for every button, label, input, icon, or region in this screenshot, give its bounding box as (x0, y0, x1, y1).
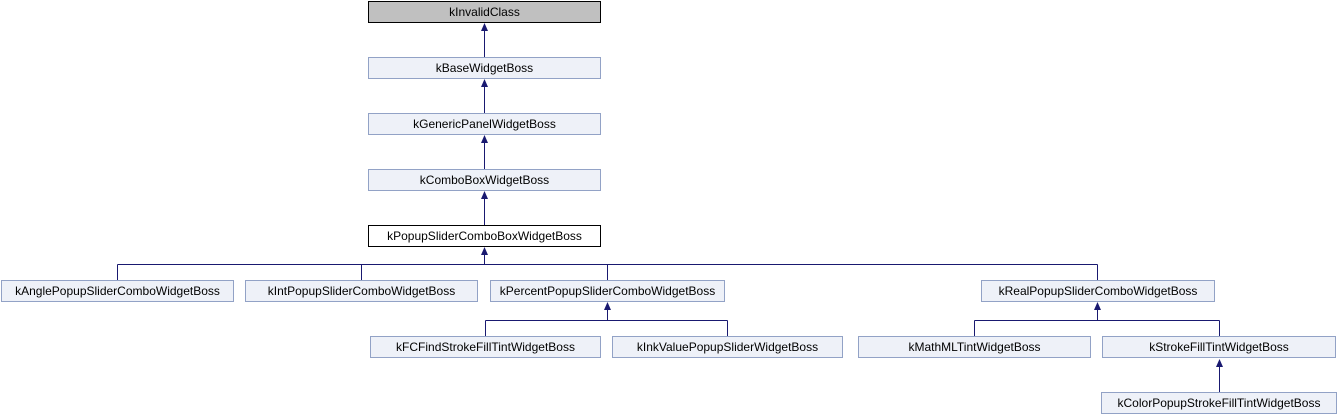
class-node-label: kStrokeFillTintWidgetBoss (1149, 340, 1289, 354)
class-node-kintpopupslidercombowidgetboss[interactable]: kIntPopupSliderComboWidgetBoss (245, 280, 478, 302)
class-node-kfcfindstrokefilltintwidgetboss[interactable]: kFCFindStrokeFillTintWidgetBoss (370, 336, 601, 358)
class-node-label: kBaseWidgetBoss (435, 61, 534, 75)
class-node-kbasewidgetboss[interactable]: kBaseWidgetBoss (368, 57, 601, 79)
class-node-label: kPopupSliderComboBoxWidgetBoss (387, 229, 582, 243)
edge-arrowheads (481, 23, 1223, 367)
class-node-krealpopupslidercombowidgetboss[interactable]: kRealPopupSliderComboWidgetBoss (981, 280, 1215, 302)
class-node-kstrokefilltintwidgetboss[interactable]: kStrokeFillTintWidgetBoss (1102, 336, 1336, 358)
class-node-label: kColorPopupStrokeFillTintWidgetBoss (1117, 396, 1321, 410)
class-node-kanglepopupslidercombowidgetboss[interactable]: kAnglePopupSliderComboWidgetBoss (1, 280, 234, 302)
class-node-label: kComboBoxWidgetBoss (419, 173, 550, 187)
class-node-label: kRealPopupSliderComboWidgetBoss (998, 284, 1198, 298)
class-node-kmathmltintwidgetboss[interactable]: kMathMLTintWidgetBoss (858, 336, 1091, 358)
class-node-label: kPercentPopupSliderComboWidgetBoss (499, 284, 716, 298)
class-node-kinkvaluepopupsliderwidgetboss[interactable]: kInkValuePopupSliderWidgetBoss (612, 336, 843, 358)
class-node-label: kAnglePopupSliderComboWidgetBoss (15, 284, 220, 298)
class-node-kinvalidclass: kInvalidClass (368, 1, 601, 23)
edge-lines (117, 31, 1220, 392)
class-node-kcolorpopupstrokefilltintwidgetboss[interactable]: kColorPopupStrokeFillTintWidgetBoss (1101, 392, 1337, 414)
class-node-label: kMathMLTintWidgetBoss (908, 340, 1041, 354)
class-node-label: kFCFindStrokeFillTintWidgetBoss (396, 340, 575, 354)
class-node-label: kGenericPanelWidgetBoss (413, 117, 556, 131)
class-node-label: kInkValuePopupSliderWidgetBoss (636, 340, 819, 354)
class-node-kpopupslidercomboboxwidgetboss-current: kPopupSliderComboBoxWidgetBoss (368, 225, 601, 247)
class-node-label: kInvalidClass (449, 5, 520, 19)
class-node-label: kIntPopupSliderComboWidgetBoss (267, 284, 456, 298)
class-node-kcomboboxwidgetboss[interactable]: kComboBoxWidgetBoss (368, 169, 601, 191)
class-node-kgenericpanelwidgetboss[interactable]: kGenericPanelWidgetBoss (368, 113, 601, 135)
class-node-kpercentpopupslidercombowidgetboss[interactable]: kPercentPopupSliderComboWidgetBoss (490, 280, 725, 302)
